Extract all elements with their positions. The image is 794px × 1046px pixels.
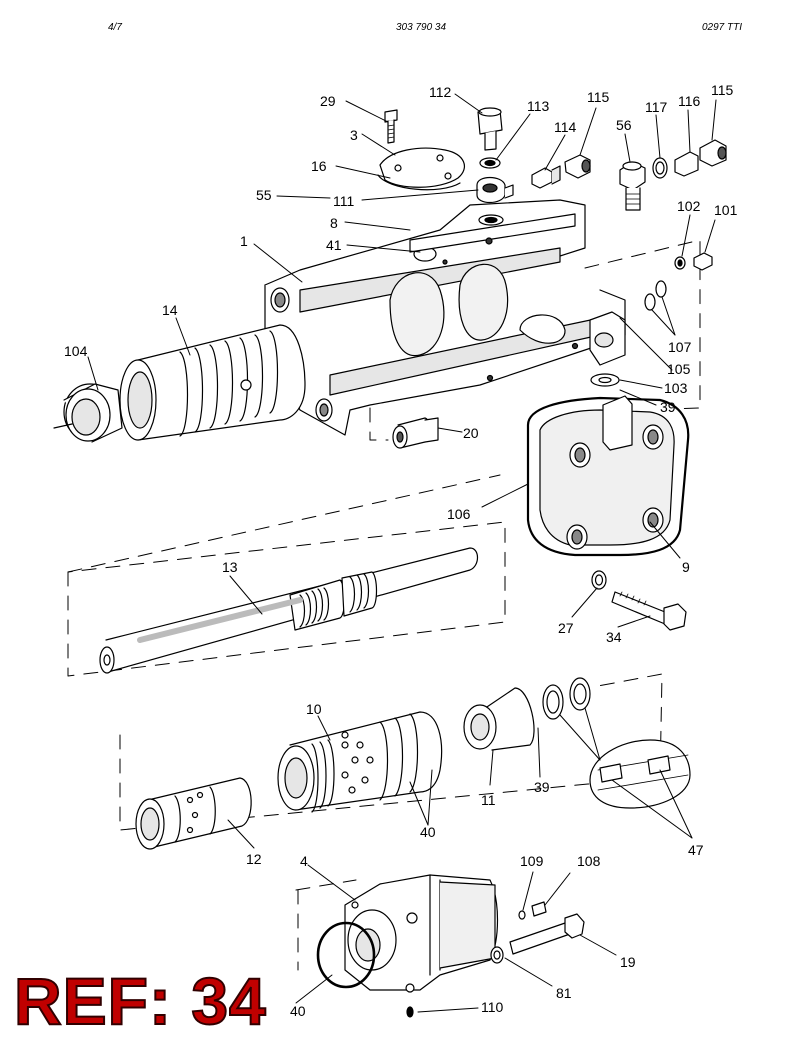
small-parts-101-102-103-107 [590, 252, 713, 387]
callout-11: 11 [481, 792, 496, 808]
callout-115-right: 115 [711, 82, 734, 98]
callout-3: 3 [350, 127, 358, 143]
callout-108: 108 [577, 853, 601, 869]
callout-40-lower: 40 [290, 1003, 306, 1019]
callout-114: 114 [554, 119, 577, 135]
plug-part-20 [392, 417, 439, 449]
leader-lines [87, 93, 717, 1013]
callout-56: 56 [616, 117, 632, 133]
callout-19: 19 [620, 954, 636, 970]
callout-102: 102 [677, 198, 701, 214]
callout-4: 4 [300, 853, 308, 869]
callout-20: 20 [463, 425, 479, 441]
callout-labels: 1 3 4 8 9 10 11 12 13 14 16 19 20 27 29 … [64, 82, 738, 1019]
callout-1: 1 [240, 233, 248, 249]
callout-16: 16 [311, 158, 327, 174]
callout-13: 13 [222, 559, 238, 575]
bolt-part-34 [591, 570, 687, 631]
callout-81: 81 [556, 985, 572, 1001]
callout-40-upper: 40 [420, 824, 436, 840]
callout-103: 103 [664, 380, 688, 396]
piston-part-10 [277, 711, 443, 813]
callout-27: 27 [558, 620, 574, 636]
callout-34: 34 [606, 629, 622, 645]
banjo-bolt-part-112 [476, 107, 514, 226]
callout-8: 8 [330, 215, 338, 231]
callout-39-lower: 39 [534, 779, 550, 795]
callout-110: 110 [481, 999, 504, 1015]
cover-part-3 [377, 147, 466, 191]
callout-113: 113 [527, 98, 550, 114]
callout-39-upper: 39 [660, 399, 676, 415]
callout-117: 117 [645, 99, 668, 115]
document-part-number: 303 790 34 [396, 22, 447, 33]
callout-41: 41 [326, 237, 342, 253]
callout-112: 112 [429, 84, 452, 100]
callout-109: 109 [520, 853, 544, 869]
callout-104: 104 [64, 343, 88, 359]
callout-116: 116 [678, 93, 701, 109]
callout-12: 12 [246, 851, 262, 867]
housing-part-1 [264, 199, 626, 436]
screw-part-29 [384, 109, 398, 144]
end-part-4 [316, 874, 499, 993]
end-cap-part-9 [526, 395, 690, 557]
sleeve-part-12 [135, 777, 252, 850]
document-revision: 0297 TTI [702, 22, 743, 33]
callout-111: 111 [333, 193, 354, 209]
callout-101: 101 [714, 202, 738, 218]
callout-29: 29 [320, 93, 336, 109]
callout-115-left: 115 [587, 89, 610, 105]
detail-bubble-part-47 [589, 739, 691, 809]
small-parts-19-81-108-109-110 [406, 901, 585, 1018]
callout-10: 10 [306, 701, 322, 717]
reference-stamp: REF: 34 [13, 964, 267, 1038]
sleeve-part-14 [53, 324, 306, 443]
callout-55: 55 [256, 187, 272, 203]
page-number: 4/7 [108, 22, 122, 33]
callout-47: 47 [688, 842, 704, 858]
callout-9: 9 [682, 559, 690, 575]
callout-106: 106 [447, 506, 471, 522]
valve-part-11 [463, 677, 591, 751]
callout-105: 105 [667, 361, 691, 377]
piston-rod-part-13 [99, 547, 479, 674]
callout-107: 107 [668, 339, 692, 355]
callout-14: 14 [162, 302, 178, 318]
